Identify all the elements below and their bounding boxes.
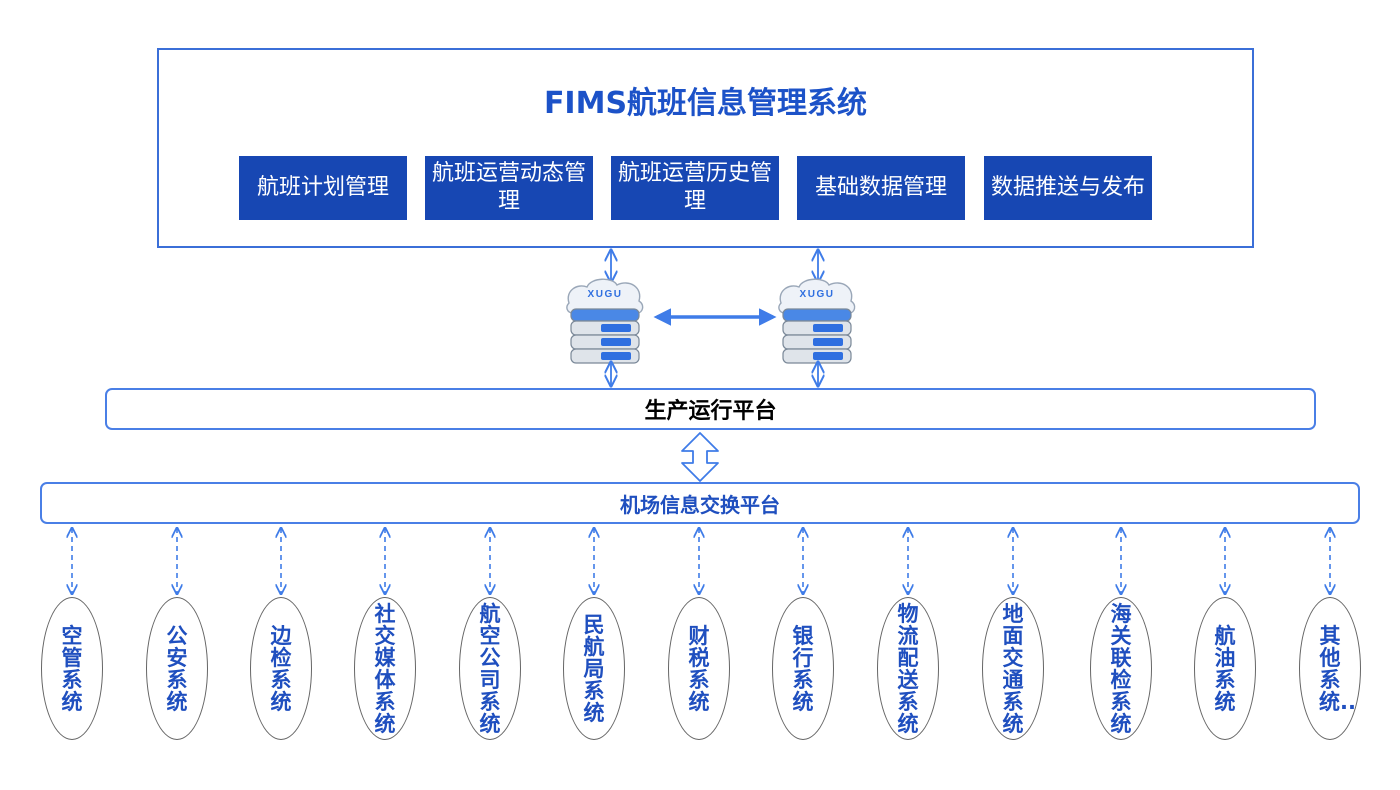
system-border-inspection[interactable]: 边检系统: [250, 597, 312, 740]
system-bank[interactable]: 银行系统: [772, 597, 834, 740]
system-other[interactable]: 其他系统...: [1299, 597, 1361, 740]
module-label: 基础数据管理: [814, 175, 947, 200]
system-label: 空管系统: [61, 623, 83, 714]
system-label: 民航局系统: [583, 612, 605, 725]
module-data-publish[interactable]: 数据推送与发布: [984, 156, 1152, 220]
system-logistics[interactable]: 物流配送系统: [877, 597, 939, 740]
system-label: 航空公司系统: [479, 601, 501, 736]
module-flight-ops-history[interactable]: 航班运营历史管理: [611, 156, 779, 220]
system-label: 银行系统: [792, 623, 814, 714]
system-label: 边检系统: [270, 623, 292, 714]
module-label: 航班运营动态管理: [431, 161, 586, 214]
module-basic-data[interactable]: 基础数据管理: [797, 156, 965, 220]
database-brand-label-right: XUGU: [800, 289, 835, 300]
system-label: 海关联检系统: [1110, 601, 1132, 736]
system-label: 财税系统: [688, 623, 710, 714]
system-ground-transport[interactable]: 地面交通系统: [982, 597, 1044, 740]
airport-platform-label: 机场信息交换平台: [620, 492, 780, 517]
system-atc[interactable]: 空管系统: [41, 597, 103, 740]
system-label: 其他系统...: [1319, 623, 1361, 714]
system-aviation-fuel[interactable]: 航油系统: [1194, 597, 1256, 740]
fims-title: FIMS航班信息管理系统: [543, 86, 868, 121]
module-flight-plan[interactable]: 航班计划管理: [239, 156, 407, 220]
platform-exchange-arrow-icon: [681, 432, 719, 482]
system-social-media[interactable]: 社交媒体系统: [354, 597, 416, 740]
system-label: 公安系统: [166, 623, 188, 714]
system-airline[interactable]: 航空公司系统: [459, 597, 521, 740]
system-caac[interactable]: 民航局系统: [563, 597, 625, 740]
airport-exchange-platform[interactable]: 机场信息交换平台: [40, 482, 1360, 524]
database-brand-label-left: XUGU: [588, 289, 623, 300]
module-label: 数据推送与发布: [990, 175, 1145, 200]
system-label: 物流配送系统: [897, 601, 919, 736]
module-flight-ops-dynamic[interactable]: 航班运营动态管理: [425, 156, 593, 220]
system-label: 航油系统: [1214, 623, 1236, 714]
system-label: 社交媒体系统: [374, 601, 396, 736]
system-customs[interactable]: 海关联检系统: [1090, 597, 1152, 740]
module-label: 航班计划管理: [256, 175, 389, 200]
system-police[interactable]: 公安系统: [146, 597, 208, 740]
production-platform[interactable]: 生产运行平台: [105, 388, 1316, 430]
system-label: 地面交通系统: [1002, 601, 1024, 736]
production-platform-label: 生产运行平台: [644, 399, 777, 424]
module-label: 航班运营历史管理: [617, 161, 772, 214]
system-finance-tax[interactable]: 财税系统: [668, 597, 730, 740]
